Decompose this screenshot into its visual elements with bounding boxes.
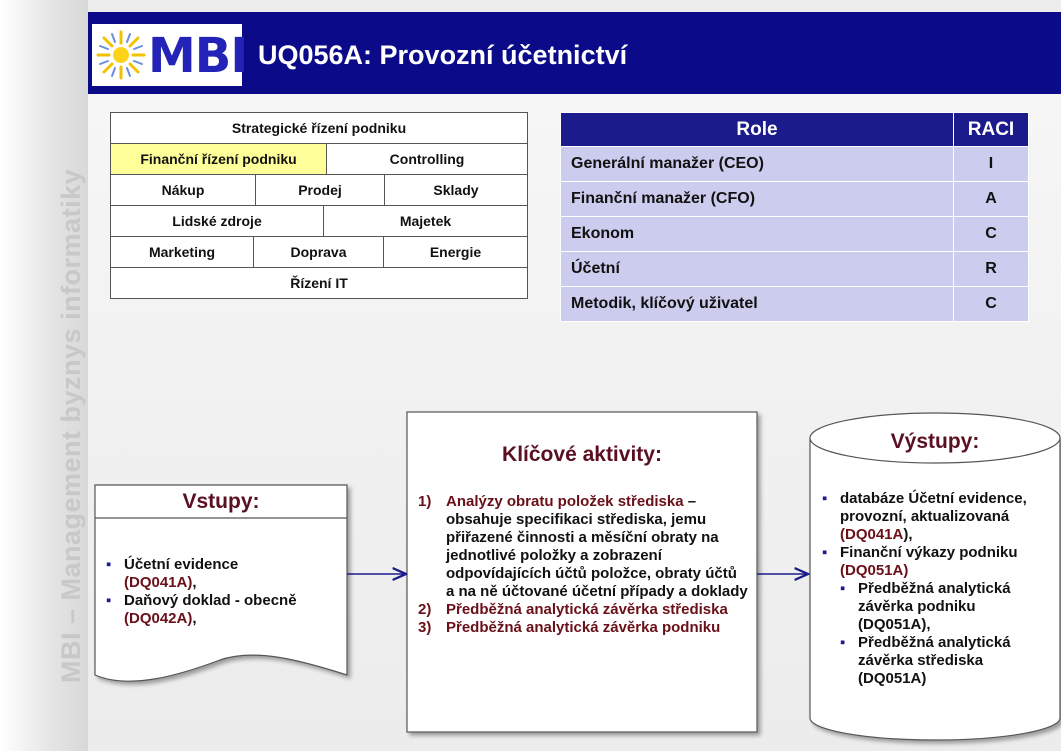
grid-cell-financial-highlighted: Finanční řízení podniku [110, 143, 327, 175]
outputs-title: Výstupy: [890, 430, 980, 453]
grid-row: Nákup Prodej Sklady [110, 174, 528, 206]
header-bar [88, 12, 1061, 94]
list-item: 2) Předběžná analytická závěrka střediska [418, 601, 748, 619]
raci-role: Metodik, klíčový uživatel [560, 286, 954, 322]
output-code: (DQ051A) [858, 670, 927, 687]
table-row: Finanční manažer (CFO) A [560, 181, 1029, 217]
sun-icon [96, 30, 146, 80]
list-item: 1) Analýzy obratu položek střediska – obs… [418, 493, 748, 601]
input-suffix: , [192, 574, 197, 591]
table-row: Metodik, klíčový uživatel C [560, 286, 1029, 322]
grid-cell-hr: Lidské zdroje [110, 205, 324, 237]
list-item: Finanční výkazy podniku(DQ051A) Předběžn… [822, 544, 1052, 688]
activity-number: 1) [418, 493, 432, 510]
activities-list: 1) Analýzy obratu položek střediska – obs… [418, 493, 748, 637]
list-item: databáze Účetní evidence, provozní, aktu… [822, 490, 1052, 544]
output-text: Předběžná analytická závěrka podniku [858, 580, 1011, 615]
output-text: databáze Účetní evidence, provozní, aktu… [840, 490, 1027, 525]
raci-value: A [953, 181, 1029, 217]
list-item: 3) Předběžná analytická závěrka podniku [418, 619, 748, 637]
input-text: Daňový doklad - obecně [124, 592, 297, 609]
activity-head: Analýzy obratu položek střediska [446, 493, 684, 510]
output-code: (DQ051A) [858, 616, 927, 633]
activity-number: 3) [418, 619, 432, 636]
output-code: (DQ041A [840, 526, 904, 543]
raci-header-row: Role RACI [560, 112, 1029, 147]
raci-role: Účetní [560, 251, 954, 287]
table-row: Ekonom C [560, 216, 1029, 252]
grid-cell-strategic: Strategické řízení podniku [110, 112, 528, 144]
activities-box [406, 411, 758, 733]
grid-cell-warehouses: Sklady [384, 174, 528, 206]
table-row: Účetní R [560, 251, 1029, 287]
process-grid: Strategické řízení podniku Finanční říze… [110, 112, 528, 299]
grid-cell-energy: Energie [383, 236, 528, 268]
grid-row: Lidské zdroje Majetek [110, 205, 528, 237]
logo-text: MBI [148, 28, 248, 84]
activity-number: 2) [418, 601, 432, 618]
output-suffix: , [926, 616, 931, 633]
raci-table: Role RACI Generální manažer (CEO) I Fina… [560, 112, 1029, 322]
outputs-list: databáze Účetní evidence, provozní, aktu… [822, 490, 1052, 688]
list-item: Daňový doklad - obecně(DQ042A), [106, 592, 342, 628]
raci-role: Generální manažer (CEO) [560, 146, 954, 182]
input-code: (DQ042A) [124, 610, 193, 627]
list-item: Předběžná analytická závěrka podniku(DQ0… [840, 580, 1052, 634]
grid-row: Finanční řízení podniku Controlling [110, 143, 528, 175]
activity-head: Předběžná analytická závěrka střediska [446, 601, 728, 618]
output-text: Finanční výkazy podniku [840, 544, 1018, 561]
output-code: (DQ051A) [840, 562, 909, 579]
grid-cell-it: Řízení IT [110, 267, 528, 299]
page-title: UQ056A: Provozní účetnictví [258, 40, 628, 70]
input-text: Účetní evidence [124, 556, 239, 573]
table-row: Generální manažer (CEO) I [560, 146, 1029, 182]
activity-head: Předběžná analytická závěrka podniku [446, 619, 721, 636]
logo: MBI [92, 24, 248, 86]
raci-header-role: Role [560, 112, 954, 147]
grid-row: Strategické řízení podniku [110, 112, 528, 144]
raci-role: Finanční manažer (CFO) [560, 181, 954, 217]
list-item: Účetní evidence(DQ041A), [106, 556, 342, 592]
raci-value: R [953, 251, 1029, 287]
inputs-title: Vstupy: [182, 490, 260, 513]
raci-value: C [953, 216, 1029, 252]
grid-row: Řízení IT [110, 267, 528, 299]
input-code: (DQ041A) [124, 574, 193, 591]
grid-cell-assets: Majetek [323, 205, 528, 237]
activity-description: – obsahuje specifikaci střediska, jemu p… [446, 493, 748, 600]
input-suffix: , [192, 610, 197, 627]
raci-role: Ekonom [560, 216, 954, 252]
list-item: Předběžná analytická závěrka střediska(D… [840, 634, 1052, 688]
activities-title: Klíčové aktivity: [502, 443, 662, 466]
grid-cell-sales: Prodej [255, 174, 385, 206]
output-suffix: ), [903, 526, 913, 543]
output-text: Předběžná analytická závěrka střediska [858, 634, 1011, 669]
left-sidebar [0, 0, 88, 751]
raci-value: C [953, 286, 1029, 322]
inputs-list: Účetní evidence(DQ041A), Daňový doklad -… [106, 556, 342, 628]
raci-header-raci: RACI [953, 112, 1029, 147]
grid-cell-controlling: Controlling [326, 143, 528, 175]
